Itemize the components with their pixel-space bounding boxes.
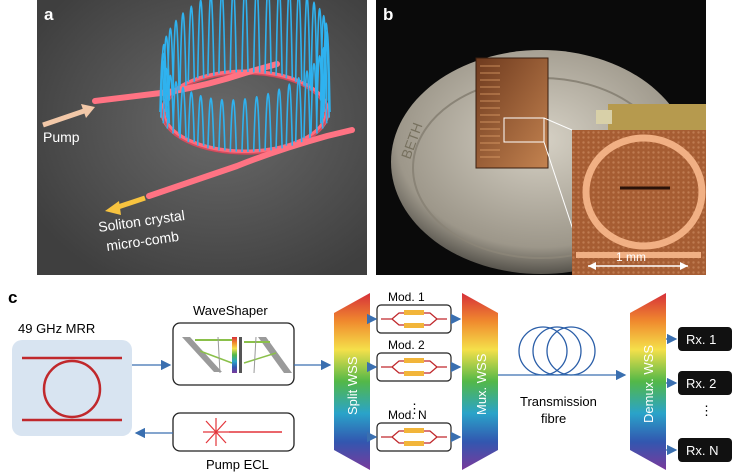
pump-label: Pump [43, 129, 80, 145]
comb-line [179, 12, 187, 86]
comb-line [264, 93, 272, 151]
output-arrow [114, 195, 146, 211]
comb-line [252, 96, 261, 152]
panel-b: BETH 2016 1 mm b [376, 0, 706, 275]
comb-line [196, 94, 205, 146]
comb-line [294, 0, 303, 82]
comb-line [179, 86, 187, 139]
fibre-coil [518, 326, 596, 376]
transmission-label-line2: fibre [541, 411, 566, 426]
comb-line [275, 0, 283, 76]
receiver-box [678, 438, 732, 462]
ring-resonator-illustration: Pump Soliton crystal micro-comb [37, 0, 367, 275]
chip-photo-illustration: BETH 2016 1 mm [391, 50, 706, 275]
demux-wss [630, 293, 666, 470]
split-wss-label: Split WSS [345, 356, 360, 415]
comb-line [319, 14, 328, 101]
comb-line [166, 27, 175, 96]
demux-wss-label: Demux. WSS [641, 345, 656, 423]
modulator-label: Mod. N [388, 408, 427, 422]
transmission-label-line1: Transmission [520, 394, 597, 409]
scale-bar-label: 1 mm [616, 250, 646, 264]
comb-line [285, 0, 294, 79]
comb-lines [159, 0, 331, 153]
comb-line [229, 99, 238, 152]
comb-line [229, 0, 238, 73]
comb-line [303, 70, 311, 139]
waveshaper-label: WaveShaper [193, 303, 268, 318]
panel-a: Pump Soliton crystal micro-comb a [37, 0, 367, 275]
input-waveguide [92, 61, 280, 104]
receiver-label: Rx. N [686, 443, 719, 458]
output-waveguide [146, 127, 355, 199]
receiver-box [678, 371, 732, 395]
electrode [404, 358, 424, 363]
modulator-ellipsis: ⋮ [408, 401, 421, 416]
receiver-label: Rx. 1 [686, 332, 716, 347]
comb-line [218, 0, 226, 74]
comb-line [241, 0, 249, 73]
mrr-ring [42, 359, 102, 419]
comb-line [264, 0, 272, 74]
comb-line [285, 83, 294, 146]
comb-line [187, 5, 196, 82]
comb-line [207, 97, 215, 149]
comb-line [207, 0, 215, 76]
pump-ecl-label: Pump ECL [206, 457, 269, 472]
mux-wss-label: Mux. WSS [474, 353, 489, 415]
zoom-ring [582, 134, 706, 250]
zoom-line [543, 117, 573, 131]
comb-line [310, 1, 318, 91]
comb-line [275, 88, 283, 149]
electrode [404, 441, 424, 446]
chip [475, 57, 549, 169]
modulator-label: Mod. 2 [388, 338, 425, 352]
comb-line [322, 22, 330, 107]
comb-line [252, 0, 261, 73]
laser-icon [203, 418, 282, 446]
electrode [404, 371, 424, 376]
comb-line [315, 55, 324, 129]
panel-letter-c: c [8, 288, 18, 307]
electrode [404, 428, 424, 433]
electrode [404, 323, 424, 328]
panel-letter-a: a [44, 5, 54, 24]
mux-wss [462, 293, 498, 470]
comb-line [294, 77, 303, 143]
waveshaper-optics [182, 336, 292, 374]
system-schematic: 49 GHz MRR WaveShaper Pump ECL Split WSS… [12, 290, 732, 472]
comb-line [303, 0, 311, 86]
comb-line [160, 44, 168, 107]
panel-letter-b: b [383, 5, 394, 24]
modulator-label: Mod. 1 [388, 290, 425, 304]
receiver-ellipsis: ⋮ [700, 403, 713, 418]
receiver-label: Rx. 2 [686, 376, 716, 391]
comb-line [196, 0, 205, 79]
comb-line [218, 98, 226, 151]
split-wss [334, 293, 370, 470]
receiver-box [678, 327, 732, 351]
mrr-box [12, 340, 132, 436]
comb-line [241, 98, 249, 153]
pump-arrow [42, 107, 88, 128]
electrode [404, 310, 424, 315]
comb-line [187, 91, 196, 143]
fibre-holder [608, 104, 706, 130]
comb-line [172, 19, 180, 91]
mrr-label: 49 GHz MRR [18, 321, 95, 336]
comb-line [310, 62, 318, 134]
